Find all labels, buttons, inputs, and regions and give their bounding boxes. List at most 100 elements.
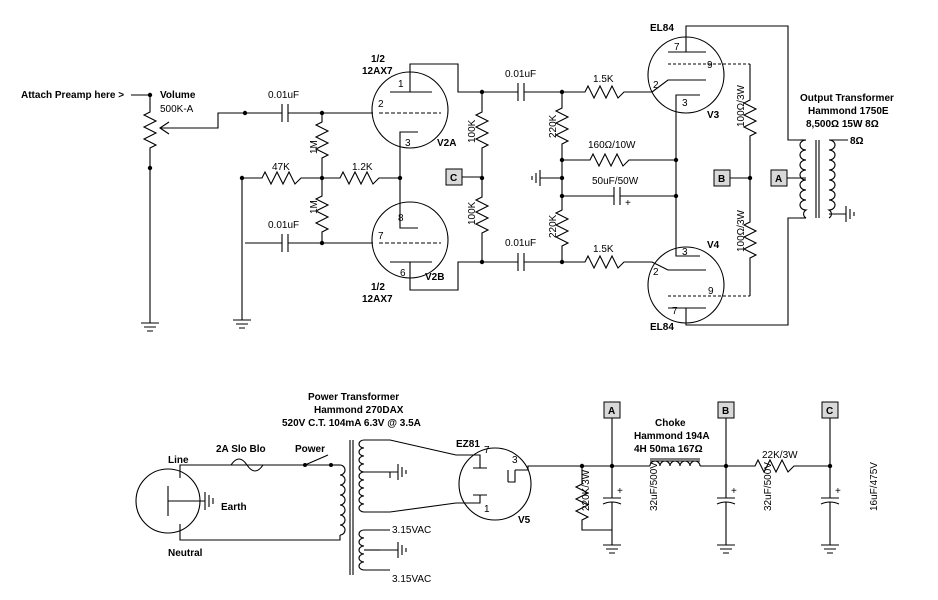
r-1-5k-bottom-label: 1.5K [593, 244, 614, 255]
r-1-2k [322, 138, 403, 222]
r-1m-bottom [314, 178, 330, 246]
v5-pin-7: 7 [484, 445, 490, 456]
r-47k [239, 170, 322, 320]
r-1m-bottom-label: 1M [309, 200, 320, 214]
cap3-label: 16uF/475V [869, 462, 880, 511]
rect-type-label: EZ81 [456, 439, 480, 450]
fuse [230, 458, 264, 472]
svg-text:A: A [775, 174, 782, 185]
r-1m-top-label: 1M [309, 140, 320, 154]
amplifier-section: Attach Preamp here > Volume 500K-A 0.01u… [21, 23, 894, 333]
v2a-pin-3: 3 [405, 138, 411, 149]
tube-v4: 3 2 9 7 [647, 217, 800, 326]
ground-volume [141, 322, 159, 332]
line-label: Line [168, 455, 189, 466]
v2a-type-label: 12AX7 [362, 66, 393, 77]
ground-heater [380, 542, 407, 558]
choke-spec: 4H 50ma 167Ω [634, 444, 703, 455]
choke-model: Hammond 194A [634, 431, 710, 442]
power-switch-label: Power [295, 444, 325, 455]
r-screen-top-label: 100Ω/3W [736, 85, 747, 128]
pt-title: Power Transformer [308, 392, 399, 403]
neutral-label: Neutral [168, 548, 203, 559]
node-c-amp: C [445, 168, 482, 186]
cap2-label: 32uF/500V [763, 462, 774, 511]
cap1-label: 32uF/500V [649, 462, 660, 511]
node-b-psu: B [717, 401, 735, 469]
svg-text:C: C [450, 173, 457, 184]
heater-1-label: 3.15VAC [392, 525, 431, 536]
svg-text:+: + [835, 486, 841, 497]
earth-label: Earth [221, 502, 247, 513]
cap-cathode-label: 50uF/50W [592, 176, 639, 187]
svg-text:C: C [826, 406, 833, 417]
v3-pin-9: 9 [707, 60, 713, 71]
cap-coupling-bottom-label: 0.01uF [268, 220, 299, 231]
v5-pin-3: 3 [512, 455, 518, 466]
r-100k-top-label: 100K [467, 119, 478, 143]
node-c-psu: C [821, 401, 839, 466]
cap-pi-top [482, 83, 565, 101]
cap-filter-3: + [820, 466, 841, 554]
r-cathode-label: 160Ω/10W [588, 140, 636, 151]
mains-plug [135, 464, 331, 541]
power-transformer [331, 439, 457, 575]
rect-name: V5 [518, 515, 531, 526]
heater-2-label: 3.15VAC [392, 574, 431, 585]
ground-cathode [531, 170, 565, 186]
cap-coupling-top [242, 104, 373, 122]
tube-v5-rectifier: 7 1 3 [456, 445, 582, 521]
r-screen-top [742, 64, 758, 178]
cap-filter-2: + [716, 466, 737, 554]
r-screen-bottom [742, 178, 758, 296]
cap-coupling-top-label: 0.01uF [268, 90, 299, 101]
v3-pin-3: 3 [682, 98, 688, 109]
v2b-type-label: 12AX7 [362, 294, 393, 305]
v4-pin-7: 7 [672, 306, 678, 317]
v4-name: V4 [707, 240, 720, 251]
r-drop [726, 458, 833, 474]
svg-text:A: A [608, 406, 615, 417]
cap-pi-bottom [482, 253, 565, 271]
pt-model: Hammond 270DAX [314, 405, 404, 416]
r-220k-top-label: 220K [548, 114, 559, 138]
ot-tap-label: 8Ω [850, 136, 864, 147]
v2a-name: V2A [437, 138, 456, 149]
volume-label: Volume [160, 90, 196, 101]
volume-pot [131, 92, 245, 323]
r-cathode [559, 152, 679, 168]
svg-text:+: + [731, 486, 737, 497]
svg-text:B: B [722, 406, 729, 417]
cap-pi-bottom-label: 0.01uF [505, 238, 536, 249]
volume-value: 500K-A [160, 104, 194, 115]
v4-pin-2: 2 [653, 267, 659, 278]
output-transformer [799, 139, 848, 219]
r-1-2k-label: 1.2K [352, 162, 373, 173]
v2b-pin-7: 7 [378, 231, 384, 242]
cap-cathode: + [559, 187, 679, 209]
v2b-pin-8: 8 [398, 213, 404, 224]
node-b-amp: B [713, 169, 753, 187]
v5-pin-1: 1 [484, 504, 490, 515]
ground-left [233, 319, 251, 329]
v4-pin-3: 3 [682, 247, 688, 258]
power-switch [303, 454, 333, 467]
ground-ot [845, 206, 855, 222]
svg-text:+: + [625, 198, 631, 209]
v3-pin-2: 2 [653, 80, 659, 91]
r-drop-label: 22K/3W [762, 450, 798, 461]
cap-pi-top-label: 0.01uF [505, 69, 536, 80]
r-screen-bottom-label: 100Ω/3W [736, 210, 747, 253]
v4-pin-9: 9 [708, 286, 714, 297]
r-100k-bottom-label: 100K [467, 201, 478, 225]
tube-v2b: 8 7 6 [371, 201, 482, 291]
svg-text:+: + [617, 486, 623, 497]
r-1-5k-bottom [562, 254, 652, 270]
ground-pt-ct [390, 464, 407, 480]
v3-pin-7: 7 [674, 42, 680, 53]
cap-coupling-bottom [245, 234, 373, 252]
v2b-pin-6: 6 [400, 268, 406, 279]
r-220k-top [554, 92, 570, 160]
r-1-5k-top [562, 84, 652, 100]
